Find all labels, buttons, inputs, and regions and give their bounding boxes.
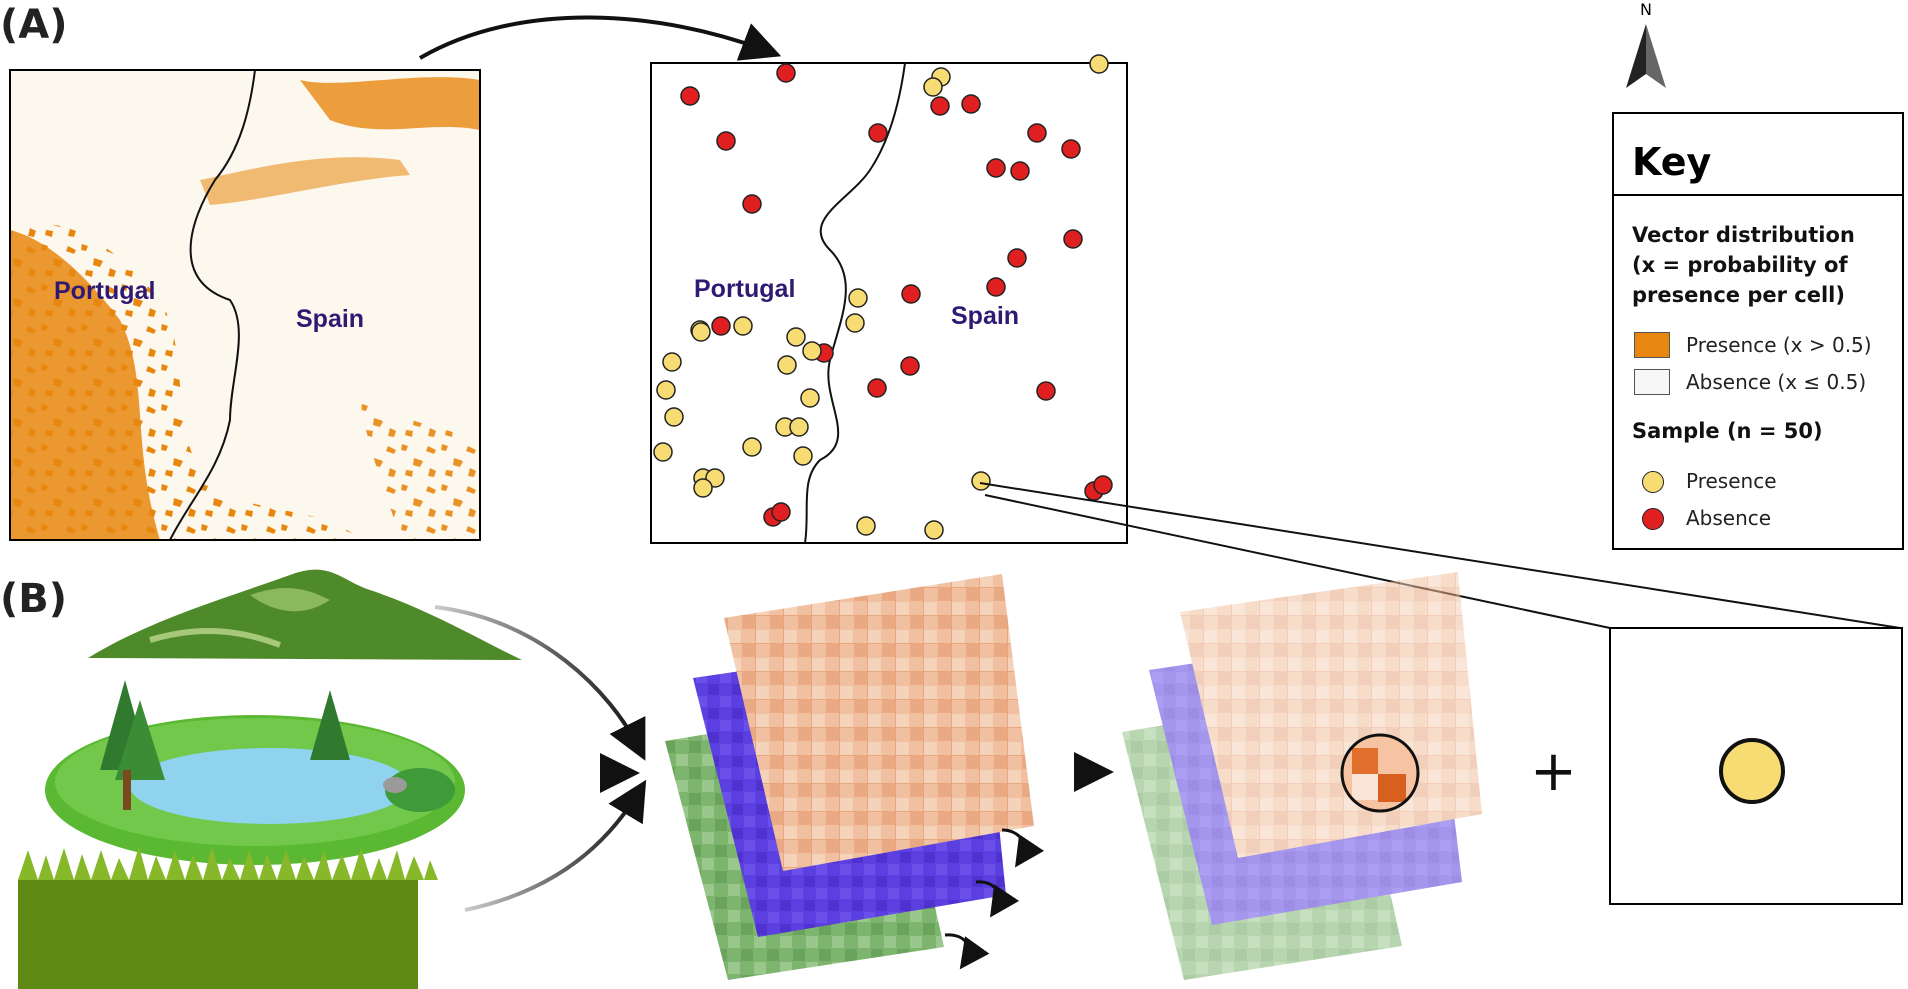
grass-icon <box>18 846 438 989</box>
presence-point <box>923 77 943 97</box>
legend-distribution-heading-2: (x = probability of <box>1632 253 1848 277</box>
presence-point <box>691 322 711 342</box>
presence-point <box>848 288 868 308</box>
border-line <box>804 62 906 544</box>
legend-sample-heading: Sample (n = 50) <box>1632 419 1823 443</box>
distribution-map: Portugal Spain <box>9 69 481 541</box>
legend: Key Vector distribution (x = probability… <box>1612 112 1904 550</box>
arrow-mountain <box>434 605 646 761</box>
presence-point <box>971 471 991 491</box>
absence-point <box>742 194 762 214</box>
legend-item-absence-point: Absence <box>1686 506 1772 530</box>
map-label-spain: Spain <box>296 305 364 333</box>
legend-dot-absence-icon <box>1642 508 1664 530</box>
presence-point <box>656 380 676 400</box>
absence-point <box>716 131 736 151</box>
absence-point <box>1063 229 1083 249</box>
absence-point <box>1007 248 1027 268</box>
absence-point <box>986 158 1006 178</box>
legend-swatch-absence <box>1634 369 1670 395</box>
zoom-line-top <box>979 482 1901 629</box>
curved-arrow <box>418 15 782 61</box>
sample-map-label-portugal: Portugal <box>694 275 795 303</box>
presence-point <box>802 341 822 361</box>
absence-point <box>901 284 921 304</box>
absence-point <box>711 316 731 336</box>
presence-point <box>789 417 809 437</box>
presence-point <box>664 407 684 427</box>
presence-point <box>845 313 865 333</box>
sample-points <box>653 54 1113 540</box>
absence-point <box>776 63 796 83</box>
lake-icon <box>45 680 465 865</box>
presence-point <box>662 352 682 372</box>
presence-point <box>733 316 753 336</box>
absence-point <box>1093 475 1113 495</box>
arrow-grass <box>464 779 647 912</box>
map-label-portugal: Portugal <box>54 277 155 305</box>
absence-point <box>900 356 920 376</box>
panel-a-label: (A) <box>0 2 68 48</box>
absence-point <box>1010 161 1030 181</box>
absence-point <box>867 378 887 398</box>
highlight-cell <box>1340 733 1420 813</box>
legend-distribution-heading-3: presence per cell) <box>1632 283 1845 307</box>
absence-point <box>1027 123 1047 143</box>
absence-point <box>986 277 1006 297</box>
legend-title: Key <box>1614 114 1902 196</box>
legend-distribution-heading-1: Vector distribution <box>1632 223 1855 247</box>
legend-dot-presence-icon <box>1642 471 1664 493</box>
presence-point <box>653 442 673 462</box>
sample-map-label-spain: Spain <box>951 302 1019 330</box>
presence-point <box>1089 54 1109 74</box>
legend-item-absence-area: Absence (x ≤ 0.5) <box>1686 370 1867 394</box>
absence-point <box>930 96 950 116</box>
zoomed-sample <box>1609 627 1903 905</box>
presence-point <box>924 520 944 540</box>
raster-stack <box>665 574 1045 980</box>
north-arrow-icon: N <box>1620 0 1680 92</box>
mountain-icon <box>88 569 522 660</box>
legend-item-presence-point: Presence <box>1686 469 1777 493</box>
absence-point <box>1036 381 1056 401</box>
zoom-line-bottom <box>984 494 1611 629</box>
north-label: N <box>1640 0 1652 19</box>
presence-point <box>777 355 797 375</box>
presence-point <box>693 478 713 498</box>
absence-point <box>680 86 700 106</box>
legend-swatch-presence <box>1634 332 1670 358</box>
absence-point <box>1061 139 1081 159</box>
raster-stack-faded <box>1122 572 1482 980</box>
plus-sign: + <box>1530 739 1577 804</box>
presence-point <box>793 446 813 466</box>
presence-point <box>800 388 820 408</box>
absence-point <box>868 123 888 143</box>
presence-point <box>856 516 876 536</box>
sample-map: Portugal Spain <box>650 54 1128 544</box>
legend-item-presence-area: Presence (x > 0.5) <box>1686 333 1872 357</box>
absence-point <box>961 94 981 114</box>
panel-b-label: (B) <box>0 576 68 622</box>
absence-point <box>771 502 791 522</box>
presence-point <box>786 327 806 347</box>
presence-point <box>742 437 762 457</box>
